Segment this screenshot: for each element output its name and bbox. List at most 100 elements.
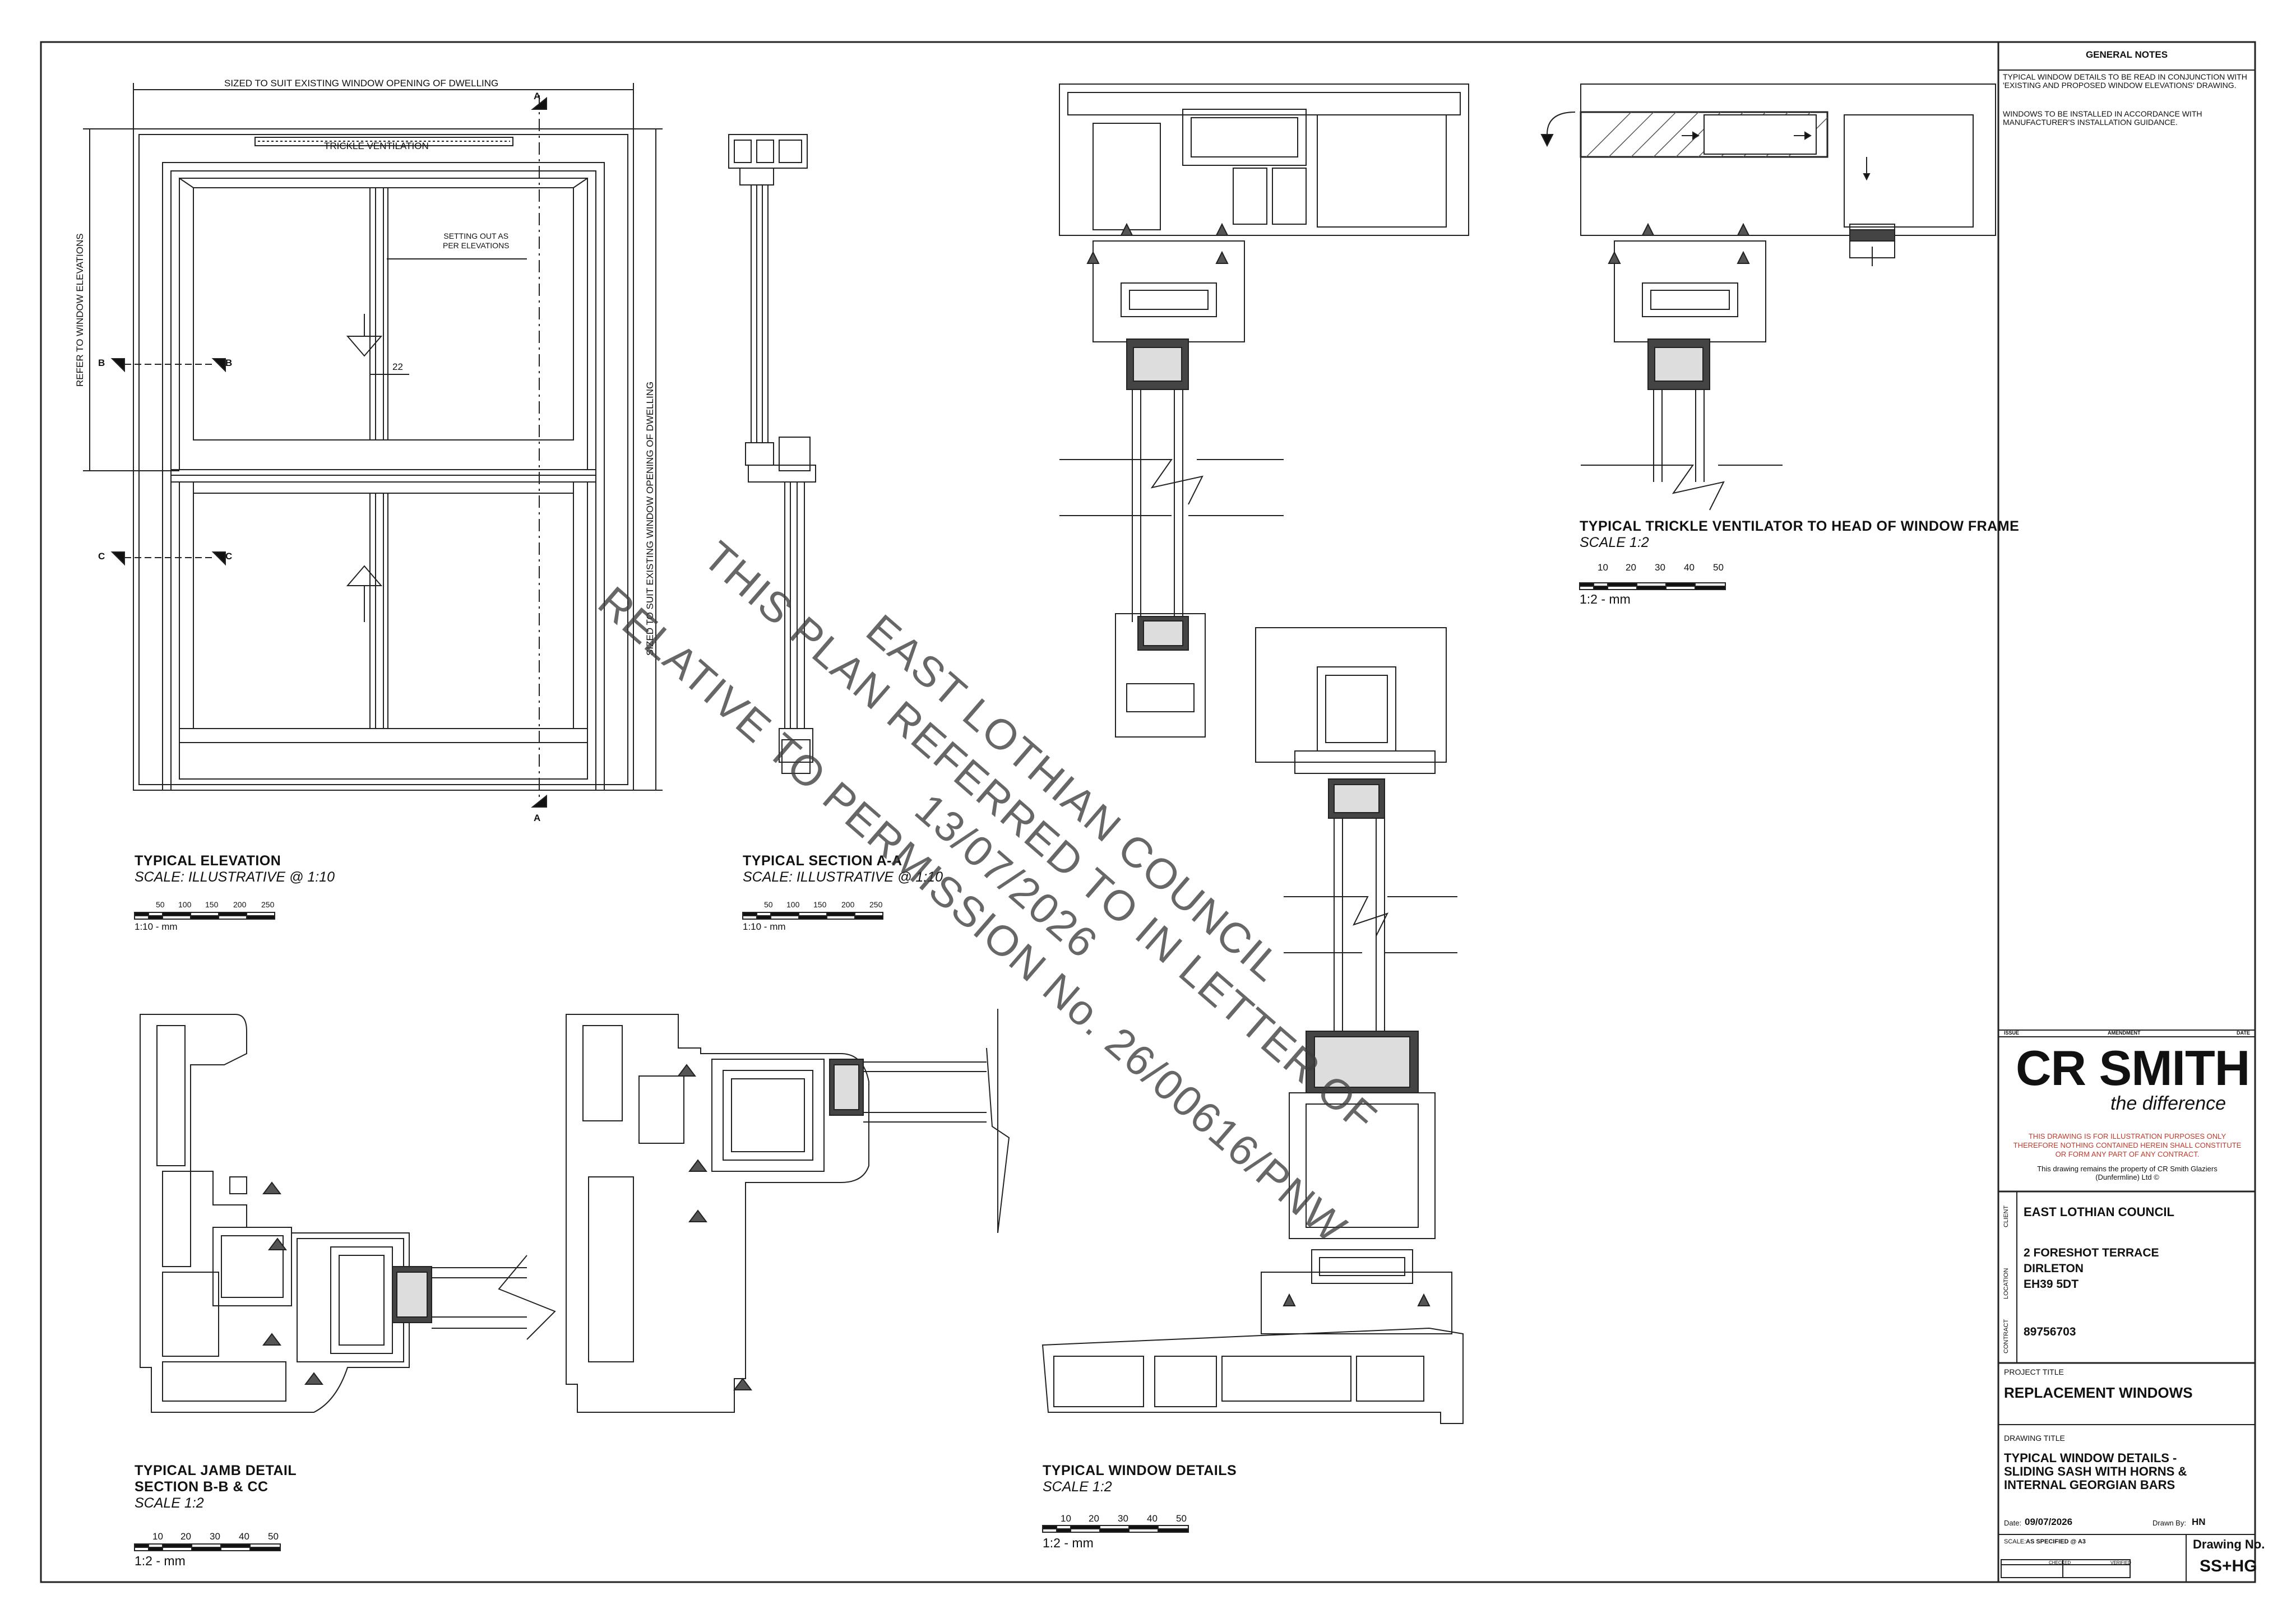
property-text: This drawing remains the property of CR …	[2037, 1165, 2218, 1181]
window-details-scale: SCALE 1:2	[1043, 1479, 1112, 1495]
scale-label: SCALE:	[2004, 1538, 2026, 1545]
section-c-right-marker: C	[225, 551, 233, 562]
jamb-title-2: SECTION B-B & CC	[135, 1479, 269, 1495]
elev-left-dim-label: REFER TO WINDOW ELEVATIONS	[75, 233, 85, 387]
location-line-1: 2 FORESHOT TERRACE	[2024, 1246, 2159, 1259]
elevation-drawing	[83, 83, 663, 808]
jamb-caption: TYPICAL JAMB DETAIL SECTION B-B & CC SCA…	[135, 1463, 297, 1511]
project-label: PROJECT TITLE	[2004, 1367, 2064, 1376]
location-label: LOCATION	[2003, 1268, 2010, 1299]
location-line-2: DIRLETON	[2024, 1262, 2084, 1275]
project-value: REPLACEMENT WINDOWS	[2004, 1384, 2193, 1401]
scale-value: AS SPECIFIED @ A3	[2026, 1538, 2086, 1545]
jamb-bar-unit: 1:2 - mm	[135, 1554, 186, 1568]
jamb-bar-tick-2: 20	[180, 1531, 191, 1542]
trickle-vent-scale: SCALE 1:2	[1580, 535, 1649, 550]
elevation-title: TYPICAL ELEVATION	[135, 853, 281, 869]
elev-bar-tick-4: 200	[233, 900, 247, 909]
date-label: Date:	[2004, 1519, 2022, 1527]
location-line-3: EH39 5DT	[2024, 1278, 2079, 1291]
jamb-detail-drawing	[140, 1014, 556, 1413]
drawing-number-label: Drawing No.	[2193, 1537, 2265, 1551]
verified-label: VERIFIED	[2110, 1560, 2131, 1565]
contract-value: 89756703	[2024, 1325, 2076, 1338]
scale-bars	[134, 582, 1726, 1551]
jamb-bar-tick-1: 10	[152, 1531, 163, 1542]
jamb-bar-tick-3: 30	[210, 1531, 220, 1542]
elev-bar-tick-2: 100	[178, 900, 192, 909]
trickle-vent-title: TYPICAL TRICKLE VENTILATOR TO HEAD OF WI…	[1580, 518, 2020, 534]
elevation-scale: SCALE: ILLUSTRATIVE @ 1:10	[135, 869, 335, 885]
section-c-left-marker: C	[98, 551, 105, 562]
tv-bar-unit: 1:2 - mm	[1580, 592, 1631, 606]
wd-bar-tick-2: 20	[1089, 1513, 1099, 1524]
sec-bar-tick-2: 100	[786, 900, 800, 909]
wd-bar-unit: 1:2 - mm	[1043, 1536, 1094, 1550]
contract-label: CONTRACT	[2003, 1319, 2010, 1353]
tv-bar-tick-3: 30	[1655, 562, 1665, 573]
tv-bar-tick-4: 40	[1684, 562, 1695, 573]
tv-bar-tick-5: 50	[1713, 562, 1724, 573]
client-label: CLIENT	[2003, 1205, 2010, 1227]
elevation-caption: TYPICAL ELEVATION SCALE: ILLUSTRATIVE @ …	[135, 853, 335, 885]
rev-amendment-header: AMENDMENT	[2108, 1030, 2141, 1036]
elev-bar-tick-3: 150	[205, 900, 219, 909]
scale-bar-section	[742, 912, 883, 920]
window-details-caption: TYPICAL WINDOW DETAILS SCALE 1:2	[1043, 1463, 1237, 1495]
jamb-bar-tick-4: 40	[239, 1531, 249, 1542]
company-tagline: the difference	[2110, 1093, 2226, 1114]
scale-bar-window-details	[1042, 1525, 1189, 1533]
tv-bar-tick-2: 20	[1626, 562, 1636, 573]
wd-bar-tick-4: 40	[1147, 1513, 1158, 1524]
trickle-ventilation-label: TRICKLE VENTILATION	[324, 141, 429, 151]
wd-bar-tick-5: 50	[1176, 1513, 1187, 1524]
drawing-title-line-3: INTERNAL GEORGIAN BARS	[2004, 1478, 2175, 1492]
jamb-title: TYPICAL JAMB DETAIL	[135, 1463, 297, 1478]
sec-bar-unit: 1:10 - mm	[743, 921, 786, 932]
drawing-title-label: DRAWING TITLE	[2004, 1434, 2065, 1443]
scale-bar-jamb	[134, 1543, 281, 1551]
wd-bar-tick-1: 10	[1061, 1513, 1071, 1524]
rev-date-header: DATE	[2237, 1030, 2250, 1036]
section-aa-caption: TYPICAL SECTION A-A SCALE: ILLUSTRATIVE …	[743, 853, 943, 885]
section-aa-scale: SCALE: ILLUSTRATIVE @ 1:10	[743, 869, 943, 885]
location-value: 2 FORESHOT TERRACE DIRLETON EH39 5DT	[2024, 1245, 2159, 1292]
jamb-scale: SCALE 1:2	[135, 1495, 204, 1511]
drawing-title-value: TYPICAL WINDOW DETAILS - SLIDING SASH WI…	[2004, 1452, 2187, 1492]
drawing-title-line-2: SLIDING SASH WITH HORNS &	[2004, 1464, 2187, 1478]
elev-bar-tick-1: 50	[156, 900, 165, 909]
wd-bar-tick-3: 30	[1118, 1513, 1128, 1524]
date-value: 09/07/2026	[2025, 1517, 2073, 1527]
general-notes-heading: GENERAL NOTES	[2085, 49, 2168, 60]
tv-bar-tick-1: 10	[1598, 562, 1608, 573]
section-aa-title: TYPICAL SECTION A-A	[743, 853, 902, 869]
sec-bar-tick-1: 50	[764, 900, 773, 909]
scale-bar-elevation	[134, 912, 275, 920]
elev-right-dim-label: SIZED TO SUIT EXISTING WINDOW OPENING OF…	[645, 381, 655, 656]
elev-bar-unit: 1:10 - mm	[135, 921, 178, 932]
general-note-1: TYPICAL WINDOW DETAILS TO BE READ IN CON…	[2003, 72, 2247, 90]
dim-22-label: 22	[392, 361, 403, 372]
general-note-2: WINDOWS TO BE INSTALLED IN ACCORDANCE WI…	[2003, 109, 2202, 127]
window-details-drawing	[1041, 84, 1469, 1424]
sheet-border	[40, 41, 2256, 1583]
drawing-number-value: SS+HG	[2200, 1557, 2257, 1575]
checked-label: CHECKED	[2049, 1560, 2071, 1565]
title-block-lines	[1997, 42, 2255, 1582]
sec-bar-tick-5: 250	[869, 900, 883, 909]
section-b-right-marker: B	[225, 358, 233, 368]
sec-bar-tick-4: 200	[841, 900, 855, 909]
section-aa-drawing	[728, 134, 816, 774]
client-value: EAST LOTHIAN COUNCIL	[2024, 1205, 2174, 1219]
elev-bar-tick-5: 250	[261, 900, 275, 909]
scale-bar-trickle	[1579, 582, 1726, 590]
trickle-vent-drawing	[1540, 84, 1996, 511]
setting-out-label: SETTING OUT AS PER ELEVATIONS	[443, 231, 510, 250]
jamb-detail-alt-drawing	[566, 1009, 1010, 1413]
sec-bar-tick-3: 150	[813, 900, 827, 909]
drawing-title-line-1: TYPICAL WINDOW DETAILS -	[2004, 1451, 2177, 1465]
rev-issue-header: ISSUE	[2004, 1030, 2020, 1036]
window-details-title: TYPICAL WINDOW DETAILS	[1043, 1463, 1237, 1478]
